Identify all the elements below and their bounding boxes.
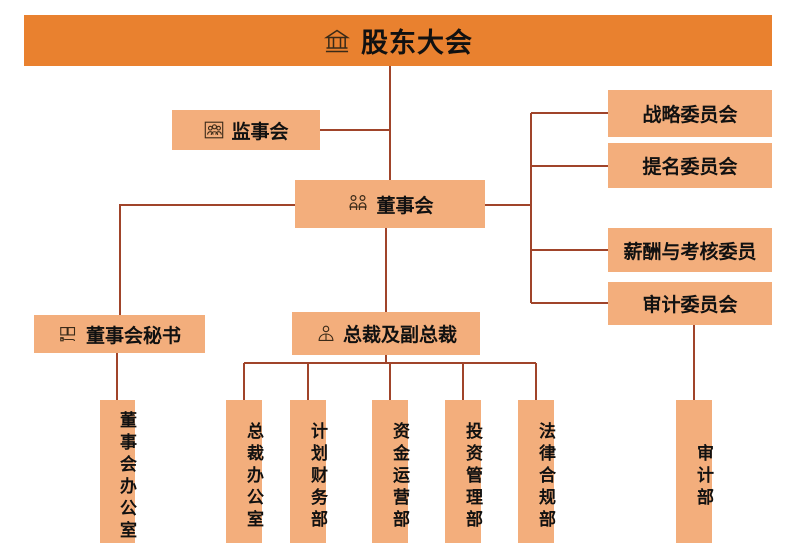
node-label: 董事会 xyxy=(376,195,434,217)
node-board-of-directors[interactable]: 董事会 xyxy=(295,180,485,228)
node-board-secretary[interactable]: 董事会秘书 xyxy=(34,315,205,353)
node-label: 总裁办公室 xyxy=(244,421,263,532)
node-label: 审计部 xyxy=(694,443,713,510)
node-label: 薪酬与考核委员 xyxy=(623,241,757,263)
node-committee-strategy[interactable]: 战略委员会 xyxy=(608,90,772,137)
node-label: 股东大会 xyxy=(361,28,473,58)
node-dept-audit[interactable]: 审计部 xyxy=(676,400,713,543)
two-people-seated-icon xyxy=(346,192,370,216)
node-label: 总裁及副总裁 xyxy=(342,325,457,346)
node-dept-legal-compliance[interactable]: 法律合规部 xyxy=(518,400,555,543)
node-committee-compensation[interactable]: 薪酬与考核委员 xyxy=(608,228,772,272)
node-label: 法律合规部 xyxy=(536,421,555,532)
bank-temple-icon xyxy=(323,27,351,55)
node-shareholders-meeting[interactable]: 股东大会 xyxy=(24,15,772,66)
node-label: 战略委员会 xyxy=(642,105,738,126)
node-label: 审计委员会 xyxy=(642,295,738,316)
node-dept-planning-finance[interactable]: 计划财务部 xyxy=(290,400,327,543)
node-label: 董事会办公室 xyxy=(117,410,136,543)
node-dept-fund-operation[interactable]: 资金运营部 xyxy=(372,400,409,543)
node-dept-president-office[interactable]: 总裁办公室 xyxy=(226,400,263,543)
node-label: 监事会 xyxy=(231,121,289,143)
node-label: 计划财务部 xyxy=(308,421,327,532)
node-supervisory-board[interactable]: 监事会 xyxy=(172,110,320,150)
person-tie-icon xyxy=(315,323,337,345)
book-hand-icon xyxy=(58,323,80,345)
node-label: 资金运营部 xyxy=(390,421,409,532)
node-label: 提名委员会 xyxy=(642,157,738,178)
people-group-frame-icon xyxy=(203,119,225,141)
node-dept-investment-management[interactable]: 投资管理部 xyxy=(445,400,482,543)
node-president-and-vps[interactable]: 总裁及副总裁 xyxy=(292,312,480,355)
node-dept-board-office[interactable]: 董事会办公室 xyxy=(100,400,136,543)
node-committee-audit[interactable]: 审计委员会 xyxy=(608,282,772,325)
node-label: 投资管理部 xyxy=(463,421,482,532)
node-committee-nomination[interactable]: 提名委员会 xyxy=(608,143,772,188)
node-label: 董事会秘书 xyxy=(85,325,181,347)
